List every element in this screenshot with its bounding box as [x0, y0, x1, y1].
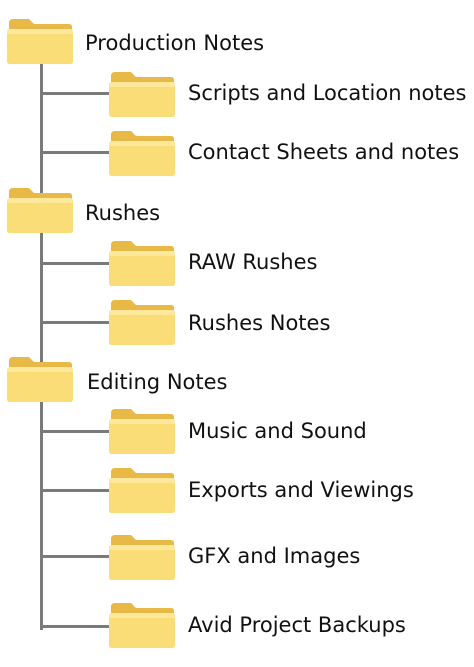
group-label-production-notes: Production Notes — [85, 31, 265, 55]
folder-icon[interactable] — [108, 126, 176, 178]
group-label-rushes: Rushes — [85, 201, 161, 225]
folder-label-raw-rushes: RAW Rushes — [188, 250, 318, 274]
branch-line-3 — [40, 262, 115, 265]
folder-icon[interactable] — [108, 295, 176, 347]
folder-icon[interactable] — [6, 183, 74, 235]
group-label-editing-notes: Editing Notes — [87, 370, 228, 394]
branch-line-8 — [40, 625, 115, 628]
folder-label-music-and-sound: Music and Sound — [188, 419, 367, 443]
folder-icon[interactable] — [108, 404, 176, 456]
folder-icon[interactable] — [108, 67, 176, 119]
folder-icon[interactable] — [108, 530, 176, 582]
branch-line-5 — [40, 430, 115, 433]
branch-line-4 — [40, 321, 115, 324]
tree-trunk-line — [40, 60, 43, 630]
branch-line-2 — [40, 151, 115, 154]
branch-line-7 — [40, 555, 115, 558]
folder-icon[interactable] — [6, 352, 74, 404]
branch-line-1 — [40, 92, 115, 95]
branch-line-6 — [40, 489, 115, 492]
folder-icon[interactable] — [6, 14, 74, 66]
folder-label-scripts-and-location-notes: Scripts and Location notes — [188, 81, 467, 105]
folder-label-exports-and-viewings: Exports and Viewings — [188, 478, 414, 502]
folder-icon[interactable] — [108, 598, 176, 650]
folder-label-contact-sheets-and-notes: Contact Sheets and notes — [188, 140, 460, 164]
folder-label-rushes-notes: Rushes Notes — [188, 311, 331, 335]
folder-icon[interactable] — [108, 236, 176, 288]
folder-icon[interactable] — [108, 463, 176, 515]
folder-label-avid-project-backups: Avid Project Backups — [188, 613, 406, 637]
folder-label-gfx-and-images: GFX and Images — [188, 544, 361, 568]
